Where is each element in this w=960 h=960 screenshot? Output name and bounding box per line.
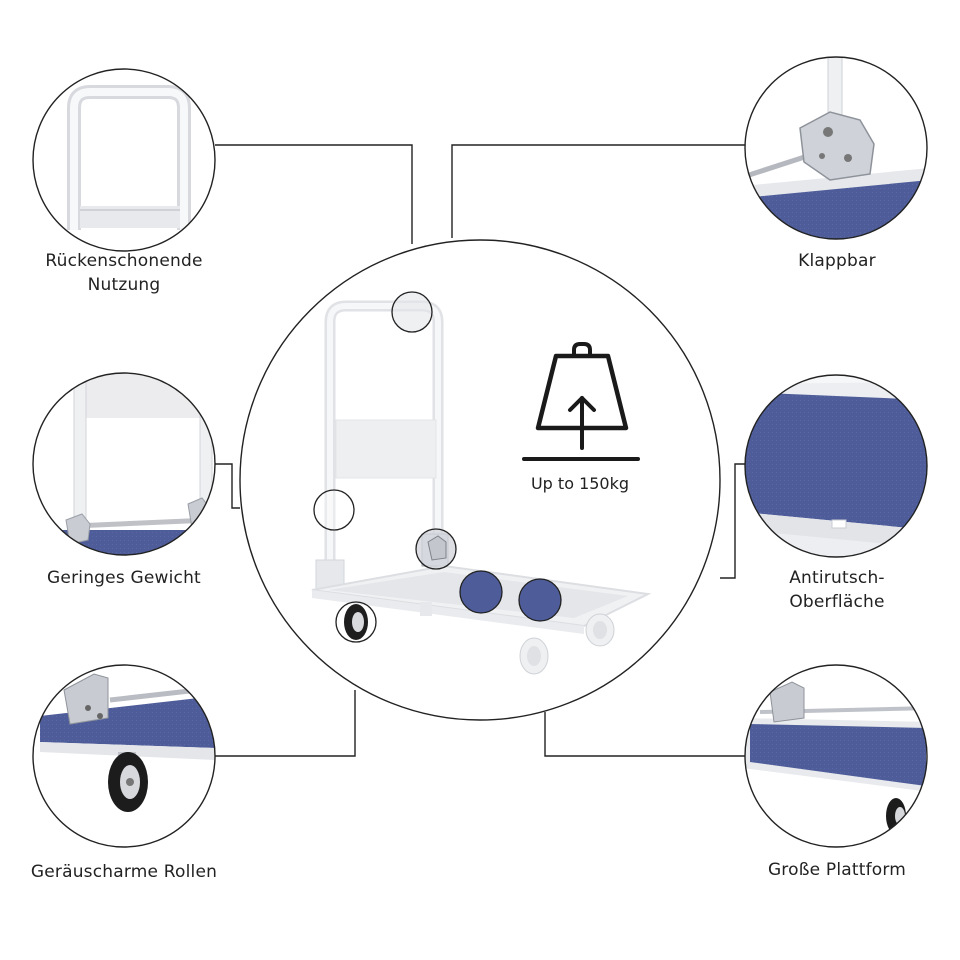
feature-label-line: Rückenschonende [45, 251, 203, 271]
weight-icon [522, 342, 640, 461]
feature-label-line: Oberfläche [789, 592, 885, 612]
center-product-image [239, 239, 721, 721]
feature-label-line: Geringes Gewicht [47, 568, 201, 588]
platform-closeup-image [744, 664, 928, 848]
wheel-closeup-image [32, 664, 216, 848]
feature-label-line: Geräuscharme Rollen [30, 862, 218, 882]
feature-label-anti-slip: Antirutsch- Oberfläche [727, 566, 947, 614]
feature-label-foldable: Klappbar [727, 249, 947, 273]
feature-label-back-friendly: Rückenschonende Nutzung [14, 249, 234, 297]
surface-closeup-image [744, 374, 928, 558]
feature-label-line: Nutzung [87, 275, 161, 295]
feature-label-quiet-wheels: Geräuscharme Rollen [4, 860, 244, 884]
hinge-closeup-image [744, 56, 928, 240]
weight-capacity-label: Up to 150kg [530, 474, 630, 493]
frame-closeup-image [32, 372, 216, 556]
feature-label-large-platform: Große Plattform [727, 858, 947, 882]
handle-closeup-image [32, 68, 216, 252]
feature-label-lightweight: Geringes Gewicht [14, 566, 234, 590]
feature-label-line: Große Plattform [767, 860, 907, 880]
connector-lines [215, 144, 745, 757]
feature-label-line: Antirutsch- [789, 568, 885, 588]
feature-label-line: Klappbar [798, 251, 876, 271]
